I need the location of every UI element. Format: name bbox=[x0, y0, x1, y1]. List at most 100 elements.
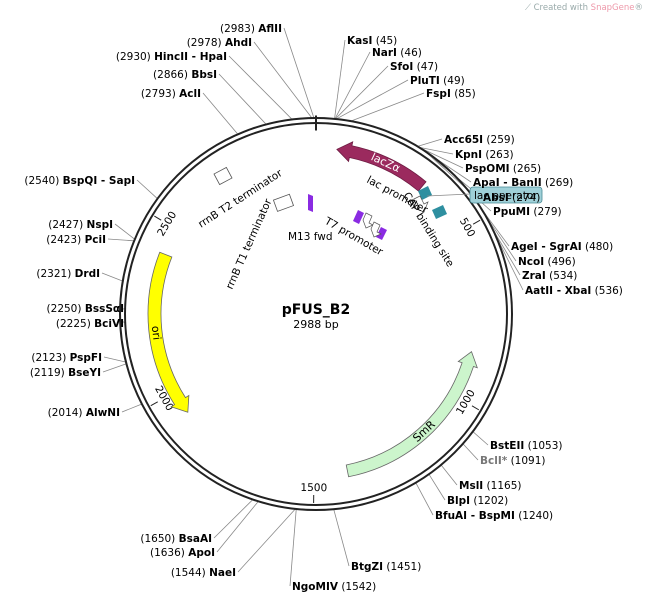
site-leader bbox=[107, 238, 135, 242]
plasmid-name: pFUS_B2 bbox=[282, 302, 350, 318]
site-leader bbox=[102, 363, 127, 373]
site-leader bbox=[440, 464, 458, 486]
credit-brand: SnapGene bbox=[590, 3, 635, 13]
site-position: (2225) bbox=[56, 318, 94, 330]
site-leader bbox=[289, 508, 297, 587]
site-name: BstEII bbox=[490, 440, 524, 452]
site-leader bbox=[417, 138, 443, 147]
site-name: AlwNI bbox=[86, 407, 120, 419]
site-name: ApoI bbox=[188, 547, 215, 559]
site-name: BfuAI - BspMI bbox=[435, 510, 515, 522]
site-leader bbox=[335, 79, 409, 120]
site-name: NaeI bbox=[209, 567, 236, 579]
site-label: (2793) AclI bbox=[141, 88, 201, 100]
site-name: BseYI bbox=[68, 367, 101, 379]
site-position: (47) bbox=[413, 61, 438, 73]
tick-label: 2500 bbox=[155, 209, 179, 238]
site-label: PspOMI (265) bbox=[465, 163, 541, 175]
site-label: (1636) ApoI bbox=[150, 547, 215, 559]
credit-suffix: ® bbox=[634, 3, 644, 13]
site-position: (2123) bbox=[31, 352, 69, 364]
site-position: (45) bbox=[372, 35, 397, 47]
site-position: (534) bbox=[546, 270, 578, 282]
site-label: (2540) BspQI - SapI bbox=[24, 175, 135, 187]
site-leaders bbox=[101, 27, 524, 587]
site-leader bbox=[415, 482, 434, 516]
t7-shape-1 bbox=[353, 210, 364, 224]
site-position: (2321) bbox=[36, 268, 74, 280]
site-leader bbox=[334, 39, 346, 119]
site-leader bbox=[213, 499, 254, 539]
site-name: HincII - HpaI bbox=[154, 51, 227, 63]
site-position: (2119) bbox=[30, 367, 68, 379]
site-position: (496) bbox=[544, 256, 576, 268]
lacza-label: lacZα bbox=[369, 150, 402, 175]
site-position: (1053) bbox=[524, 440, 562, 452]
site-name: MslI bbox=[459, 480, 483, 492]
lac-promoter-marker bbox=[418, 186, 432, 200]
site-label: (2983) AflII bbox=[220, 23, 282, 35]
site-name: NspI bbox=[87, 219, 113, 231]
site-leader bbox=[428, 473, 446, 501]
site-label: (2225) BciVI bbox=[56, 318, 124, 330]
site-name: NarI bbox=[372, 47, 397, 59]
site-position: (1451) bbox=[383, 561, 421, 573]
site-position: (1091) bbox=[507, 455, 545, 467]
site-leader bbox=[335, 65, 389, 120]
site-label: (1650) BsaAI bbox=[140, 533, 212, 545]
site-position: (1636) bbox=[150, 547, 188, 559]
site-leader bbox=[333, 509, 350, 567]
site-name: PciI bbox=[85, 234, 106, 246]
site-label: BfuAI - BspMI (1240) bbox=[435, 510, 553, 522]
site-name: BspQI - SapI bbox=[63, 175, 135, 187]
site-label: BlpI (1202) bbox=[447, 495, 508, 507]
site-position: (2978) bbox=[187, 37, 225, 49]
site-label: (2978) AhdI bbox=[187, 37, 252, 49]
site-label: BtgZI (1451) bbox=[351, 561, 421, 573]
site-position: (1542) bbox=[338, 581, 376, 593]
site-label: (2321) DrdI bbox=[36, 268, 100, 280]
site-name: NgoMIV bbox=[292, 581, 339, 593]
site-label: (2123) PspFI bbox=[31, 352, 102, 364]
site-position: (269) bbox=[542, 177, 574, 189]
site-leader bbox=[237, 508, 296, 573]
site-position: (2014) bbox=[48, 407, 86, 419]
site-position: (1544) bbox=[171, 567, 209, 579]
site-position: (480) bbox=[582, 241, 614, 253]
tick-label: 500 bbox=[457, 216, 477, 239]
lac-operator-arrow bbox=[411, 195, 429, 213]
site-leader bbox=[472, 431, 489, 446]
tick-mark bbox=[154, 215, 162, 221]
site-position: (2930) bbox=[116, 51, 154, 63]
m13-fwd-label: M13 fwd bbox=[288, 231, 333, 243]
site-position: (1240) bbox=[515, 510, 553, 522]
site-name: KpnI bbox=[455, 149, 482, 161]
site-name: BlpI bbox=[447, 495, 470, 507]
site-name: BsaAI bbox=[179, 533, 212, 545]
site-name: PpuMI bbox=[493, 206, 530, 218]
site-name: PluTI bbox=[410, 75, 440, 87]
credit-prefix: Created with bbox=[533, 3, 591, 13]
site-leader bbox=[283, 27, 315, 119]
site-position: (259) bbox=[483, 134, 515, 146]
site-label: (2250) BssSαI bbox=[47, 303, 124, 315]
site-leader bbox=[228, 55, 293, 120]
site-position: (49) bbox=[440, 75, 465, 87]
site-name: SfoI bbox=[390, 61, 413, 73]
site-label: (2014) AlwNI bbox=[48, 407, 120, 419]
site-position: (536) bbox=[591, 285, 623, 297]
site-label: NarI (46) bbox=[372, 47, 422, 59]
site-label: MslI (1165) bbox=[459, 480, 521, 492]
site-label: NcoI (496) bbox=[518, 256, 576, 268]
site-leader bbox=[418, 146, 454, 155]
lac-operator-leader bbox=[426, 193, 471, 197]
site-leader bbox=[218, 73, 267, 125]
site-position: (2423) bbox=[46, 234, 84, 246]
tick-mark bbox=[472, 219, 481, 225]
site-name: NcoI bbox=[518, 256, 544, 268]
cap-site-marker bbox=[432, 205, 447, 219]
site-label: PpuMI (279) bbox=[493, 206, 562, 218]
site-leader bbox=[103, 356, 127, 363]
t7-shape-2 bbox=[376, 227, 387, 240]
